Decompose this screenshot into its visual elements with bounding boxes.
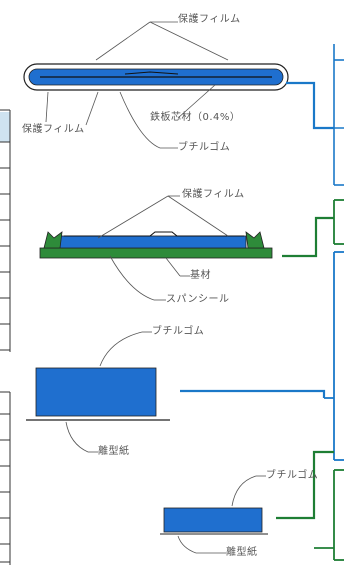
label-protect-film-2: 保護フィルム xyxy=(182,189,245,200)
tape-with-steel-core xyxy=(23,63,289,91)
butyl-block-small xyxy=(160,507,268,535)
span-seal-assembly xyxy=(39,231,273,259)
leaders-section-4 xyxy=(177,475,266,554)
leaders-section-2 xyxy=(97,195,229,301)
label-protect-film-top: 保護フィルム xyxy=(178,14,241,25)
right-flange xyxy=(245,231,265,249)
butyl-rubber-small-block xyxy=(163,507,263,533)
butyl-block-large xyxy=(26,367,170,421)
connector-1 xyxy=(286,81,334,130)
label-butyl-rubber-4: ブチルゴム xyxy=(266,470,319,481)
cropped-table-left-bottom xyxy=(0,391,11,565)
label-steel-core: 鉄板芯材（0.4%） xyxy=(150,112,241,123)
label-span-seal: スパンシール xyxy=(166,294,230,305)
connectors xyxy=(180,44,344,561)
label-butyl-rubber-1: ブチルゴム xyxy=(178,142,231,153)
label-base-material: 基材 xyxy=(190,270,211,281)
leaders-section-1 xyxy=(45,21,229,149)
left-flange xyxy=(43,231,63,249)
cropped-table-left-top xyxy=(0,109,11,352)
label-release-paper-4: 離型紙 xyxy=(226,547,258,558)
label-butyl-rubber-3: ブチルゴム xyxy=(152,326,205,337)
label-protect-film-left: 保護フィルム xyxy=(22,124,85,135)
connector-2 xyxy=(282,216,334,258)
connector-4 xyxy=(276,450,334,520)
connector-3 xyxy=(180,389,326,398)
label-release-paper-3: 離型紙 xyxy=(98,446,130,457)
span-seal-body xyxy=(59,235,247,249)
leaders-section-3 xyxy=(65,331,152,453)
base-material xyxy=(39,247,273,259)
butyl-rubber-block xyxy=(35,367,157,417)
